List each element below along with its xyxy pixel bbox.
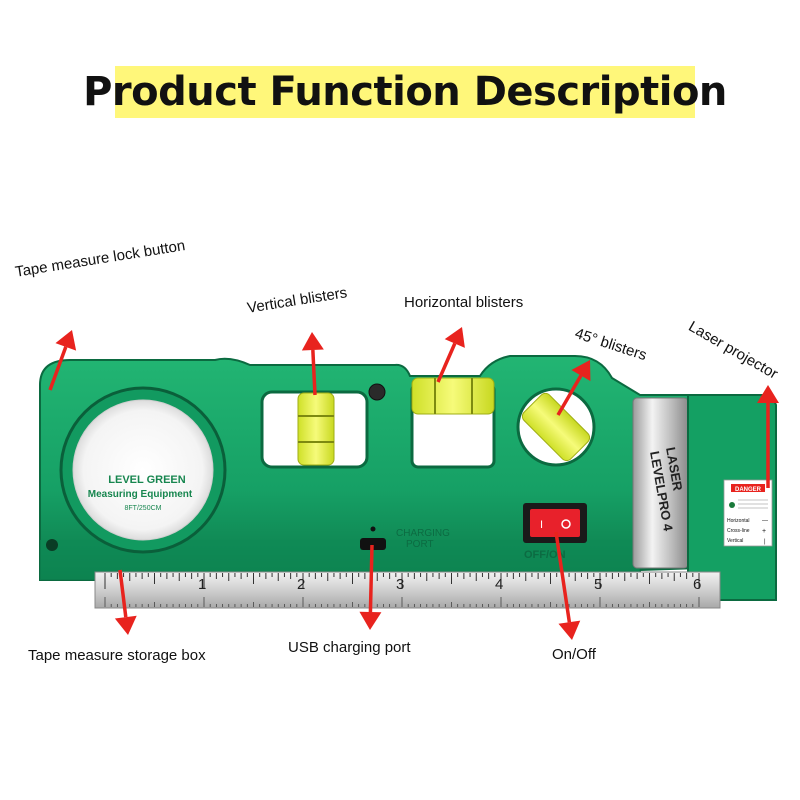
title-banner: Product Function Description [83,66,727,118]
callout-storage-box: Tape measure storage box [28,647,206,664]
reel-label-size: 8FT/250CM [125,505,162,512]
ruler-labels: 1 2 3 4 5 6 [198,576,701,593]
panel-row-horizontal: Horizontal [727,518,750,524]
arrow-on-off-head [558,620,581,640]
arrow-storage-box-head [114,615,137,635]
arrow-usb-port-shaft [368,544,374,613]
callout-usb-port: USB charging port [288,639,411,656]
reel-label-subtitle: Measuring Equipment [88,489,193,500]
body-lower-shade [40,540,640,580]
ruler-number: 1 [198,576,206,593]
charging-label-1: CHARGING [396,528,450,539]
body-screw-dot [46,539,58,551]
callout-arrows [48,327,779,640]
panel-row-crossline: Cross-line [727,528,750,534]
horizontal-blister-vial[interactable] [411,377,495,415]
page-title: Product Function Description [83,69,727,115]
danger-label: DANGER [735,487,762,493]
panel-mark-horizontal: — [762,518,768,524]
arrow-lock-button-shaft [48,346,68,391]
ruler-number: 4 [495,576,503,593]
charging-led [370,526,376,532]
panel-row-vertical: Vertical [727,538,743,544]
body-screw [368,383,386,401]
ruler-number: 3 [396,576,404,593]
callout-horizontal-blisters: Horizontal blisters [404,294,524,311]
arrow-45-blisters-head [571,360,591,382]
arrow-horizontal-blisters-head [444,327,465,348]
ruler-number: 2 [297,576,305,593]
tape-ruler[interactable] [94,571,721,609]
switch-label: OFF/ON [524,549,566,561]
arrow-usb-port-head [359,611,382,630]
arrow-lock-button-head [55,330,77,351]
arrow-storage-box-shaft [118,569,128,618]
arrow-45-blisters-shaft [556,374,583,416]
arrow-laser-projector-head [757,385,779,403]
ruler-number: 5 [594,576,602,593]
usb-port[interactable] [360,538,386,550]
arrow-vertical-blisters-head [301,332,324,351]
switch-off-mark [561,519,571,529]
laser-aperture [729,502,735,508]
switch-on-mark: I [540,519,543,531]
ruler-number: 6 [693,576,701,593]
danger-badge [731,484,765,492]
panel-mark-vertical: | [764,539,766,545]
reel-label-brand: LEVEL GREEN [108,474,185,486]
blister-45-vial[interactable] [520,391,592,463]
vertical-blister-vial[interactable] [297,392,335,466]
power-switch[interactable] [530,509,580,537]
arrow-vertical-blisters-shaft [311,349,317,396]
callout-on-off: On/Off [552,646,596,663]
tape-reel-window [72,399,214,541]
panel-mark-crossline: + [762,528,766,535]
arrow-on-off-shaft [554,531,572,623]
arrow-horizontal-blisters-shaft [436,342,457,383]
charging-label-2: PORT [406,539,434,550]
